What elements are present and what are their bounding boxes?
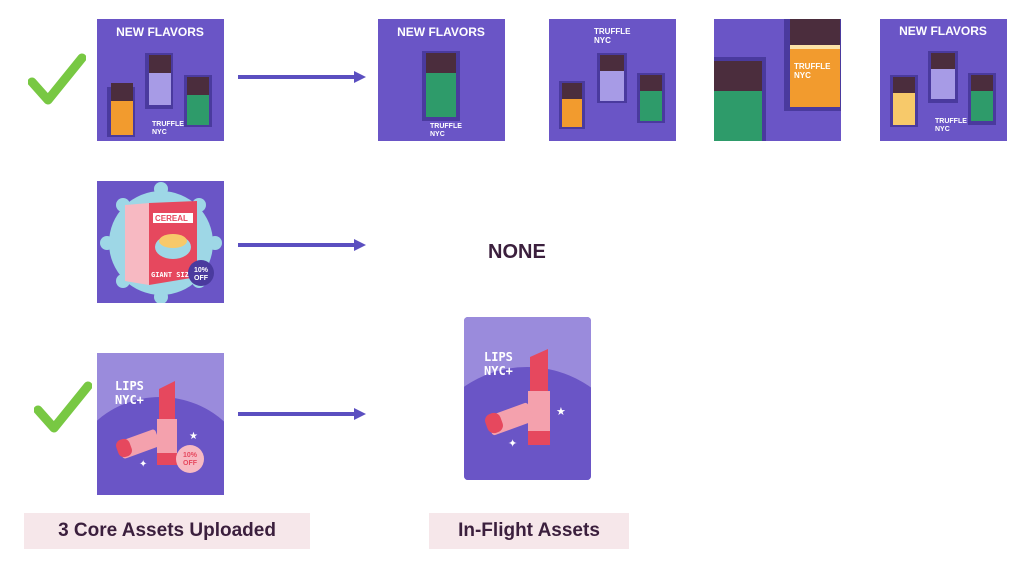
brand-line2: NYC xyxy=(935,126,950,133)
check-icon xyxy=(34,381,92,433)
none-label: NONE xyxy=(488,241,546,263)
headline: NEW FLAVORS xyxy=(899,24,987,38)
headline: NEW FLAVORS xyxy=(397,25,485,39)
brand-line1: TRUFFLE xyxy=(430,123,462,130)
badge-line1: 10% xyxy=(183,452,198,459)
core-asset-cereal: CEREAL GIANT SIZ 10% OFF xyxy=(97,181,224,303)
inflight-asset-4: NEW FLAVORS TRUFFLE NYC xyxy=(880,19,1007,141)
brand-line2: NYC+ xyxy=(484,364,513,378)
brand-line1: LIPS xyxy=(484,350,513,364)
inflight-asset-3: TRUFFLE NYC xyxy=(714,19,841,141)
inflight-asset-2: TRUFFLE NYC xyxy=(549,19,676,141)
svg-text:✦: ✦ xyxy=(508,437,517,450)
brand-line2: NYC+ xyxy=(115,393,144,407)
arrow-icon xyxy=(238,71,366,83)
core-asset-lipstick: LIPS NYC+ ★ ✦ 10% OFF xyxy=(97,353,224,495)
check-icon xyxy=(28,53,86,105)
svg-text:✦: ✦ xyxy=(139,459,147,470)
svg-text:★: ★ xyxy=(556,405,566,418)
inflight-asset-lipstick: LIPS NYC+ ★ ✦ xyxy=(464,317,591,480)
brand-line2: NYC xyxy=(794,71,811,80)
inflight-asset-1: NEW FLAVORS TRUFFLE NYC xyxy=(378,19,505,141)
arrow-icon xyxy=(238,239,366,251)
box-label: CEREAL xyxy=(155,214,188,223)
brand-line1: TRUFFLE xyxy=(794,62,831,71)
brand-line1: TRUFFLE xyxy=(594,27,631,36)
brand-line2: NYC xyxy=(430,131,445,138)
badge-line1: 10% xyxy=(194,267,209,274)
arrow-icon xyxy=(238,408,366,420)
core-assets-label: 3 Core Assets Uploaded xyxy=(24,513,310,549)
inflight-assets-label: In-Flight Assets xyxy=(429,513,629,549)
box-size: GIANT SIZ xyxy=(151,271,189,279)
brand-line2: NYC xyxy=(594,36,611,45)
brand-line1: TRUFFLE xyxy=(152,121,184,128)
headline: NEW FLAVORS xyxy=(116,25,204,39)
brand-line2: NYC xyxy=(152,129,167,136)
svg-text:★: ★ xyxy=(189,431,198,442)
brand-line1: LIPS xyxy=(115,379,144,393)
core-asset-chocolate: NEW FLAVORS TRUFFLE NYC xyxy=(97,19,224,141)
brand-line1: TRUFFLE xyxy=(935,118,967,125)
badge-line2: OFF xyxy=(183,460,198,467)
badge-line2: OFF xyxy=(194,275,209,282)
